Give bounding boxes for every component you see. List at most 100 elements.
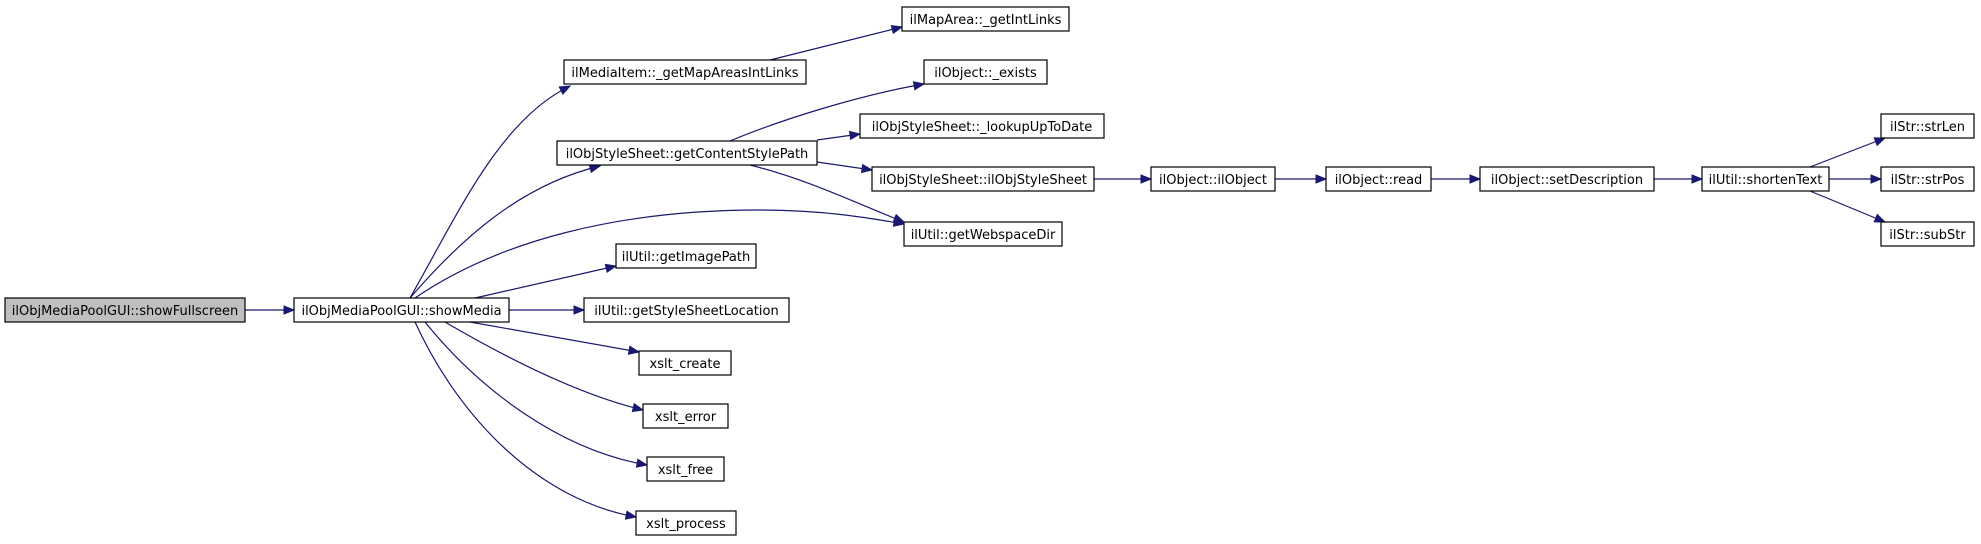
node-xslt_free[interactable]: xslt_free: [646, 456, 725, 482]
edge-line: [409, 85, 571, 299]
node-label: ilMediaItem::_getMapAreasIntLinks: [571, 66, 798, 81]
node-box: [583, 297, 790, 323]
arrowhead: [1873, 137, 1887, 147]
edge-showMedia-to-getStyleSheetLocation: [509, 305, 586, 315]
node-box: [4, 297, 246, 323]
edge-line: [769, 26, 903, 61]
node-box: [859, 113, 1105, 139]
node-xslt_create[interactable]: xslt_create: [638, 350, 732, 376]
edge-line: [1809, 137, 1886, 168]
node-box: [646, 456, 725, 482]
node-exists[interactable]: ilObject::_exists: [923, 59, 1048, 85]
node-label: ilObjStyleSheet::_lookupUpToDate: [872, 120, 1092, 135]
node-label: ilUtil::getStyleSheetLocation: [594, 304, 778, 319]
node-box: [1701, 166, 1830, 192]
node-read[interactable]: ilObject::read: [1325, 166, 1432, 192]
node-box: [1880, 221, 1975, 247]
node-getContentStylePath[interactable]: ilObjStyleSheet::getContentStylePath: [556, 140, 818, 166]
node-box: [1880, 113, 1975, 139]
node-shortenText[interactable]: ilUtil::shortenText: [1701, 166, 1830, 192]
node-label: xslt_free: [658, 463, 713, 478]
node-setDescription[interactable]: ilObject::setDescription: [1479, 166, 1655, 192]
edge-shortenText-to-subStr: [1809, 190, 1887, 223]
edge-line: [469, 321, 640, 353]
node-box: [293, 297, 510, 323]
node-label: ilUtil::getImagePath: [622, 250, 750, 265]
arrowhead: [1870, 174, 1883, 184]
node-getWebspaceDir[interactable]: ilUtil::getWebspaceDir: [903, 221, 1063, 247]
edge-ilObject-to-read: [1275, 174, 1328, 184]
node-lookupUpToDate[interactable]: ilObjStyleSheet::_lookupUpToDate: [859, 113, 1105, 139]
edge-setDescription-to-shortenText: [1654, 174, 1704, 184]
node-label: ilObject::_exists: [934, 66, 1037, 81]
edge-line: [1809, 190, 1886, 223]
node-label: ilMapArea::_getIntLinks: [910, 13, 1062, 28]
node-label: ilObject::setDescription: [1491, 173, 1643, 188]
edge-showMedia-to-getMapAreasIntLinks: [409, 85, 572, 299]
node-xslt_process[interactable]: xslt_process: [635, 510, 737, 536]
edge-line: [729, 83, 925, 142]
node-getImagePath[interactable]: ilUtil::getImagePath: [615, 243, 757, 269]
node-getMapAreasIntLinks[interactable]: ilMediaItem::_getMapAreasIntLinks: [563, 59, 807, 85]
edge-line: [414, 321, 637, 518]
arrowhead: [1873, 213, 1887, 223]
edges-layer: [245, 24, 1887, 520]
edge-shortenText-to-strPos: [1829, 174, 1883, 184]
edge-line: [409, 165, 601, 299]
edge-getContentStylePath-to-ilObjStyleSheet: [816, 161, 874, 174]
node-strLen[interactable]: ilStr::strLen: [1880, 113, 1975, 139]
node-getStyleSheetLocation[interactable]: ilUtil::getStyleSheetLocation: [583, 297, 790, 323]
arrowhead: [573, 305, 586, 315]
arrowhead: [283, 305, 296, 315]
arrowhead: [627, 345, 641, 355]
arrowhead: [860, 163, 874, 174]
node-label: ilObjMediaPoolGUI::showFullscreen: [12, 304, 238, 319]
arrowhead: [635, 458, 649, 468]
node-box: [901, 6, 1070, 32]
arrowhead: [588, 163, 602, 174]
node-label: xslt_process: [646, 517, 726, 532]
node-getIntLinks[interactable]: ilMapArea::_getIntLinks: [901, 6, 1070, 32]
arrowhead: [624, 510, 638, 520]
arrowhead: [890, 24, 904, 35]
edge-getContentStylePath-to-getWebspaceDir: [749, 164, 906, 223]
arrowhead: [912, 81, 926, 91]
node-label: ilObjStyleSheet::ilObjStyleSheet: [879, 173, 1087, 188]
node-label: ilUtil::shortenText: [1709, 173, 1823, 188]
node-xslt_error[interactable]: xslt_error: [642, 403, 729, 429]
node-ilObject[interactable]: ilObject::ilObject: [1150, 166, 1276, 192]
node-label: xslt_error: [655, 410, 717, 425]
edge-showMedia-to-xslt_free: [424, 321, 649, 468]
arrowhead: [892, 213, 906, 223]
node-box: [903, 221, 1063, 247]
edge-line: [474, 265, 617, 299]
node-label: xslt_create: [650, 357, 721, 372]
arrowhead: [1691, 174, 1704, 184]
edge-ilObjStyleSheet-to-ilObject: [1094, 174, 1153, 184]
edge-getMapAreasIntLinks-to-getIntLinks: [769, 24, 904, 61]
node-box: [556, 140, 818, 166]
node-showMedia[interactable]: ilObjMediaPoolGUI::showMedia: [293, 297, 510, 323]
node-label: ilStr::strPos: [1891, 173, 1965, 188]
node-box: [1325, 166, 1432, 192]
node-box: [638, 350, 732, 376]
node-ilObjStyleSheet[interactable]: ilObjStyleSheet::ilObjStyleSheet: [871, 166, 1095, 192]
node-box: [615, 243, 757, 269]
node-subStr[interactable]: ilStr::subStr: [1880, 221, 1975, 247]
node-box: [1150, 166, 1276, 192]
node-showFullscreen: ilObjMediaPoolGUI::showFullscreen: [4, 297, 246, 323]
edge-showMedia-to-xslt_process: [414, 321, 638, 520]
node-label: ilObject::ilObject: [1159, 173, 1267, 188]
node-box: [563, 59, 807, 85]
edge-line: [414, 209, 905, 299]
edge-read-to-setDescription: [1431, 174, 1482, 184]
node-label: ilObjMediaPoolGUI::showMedia: [301, 304, 501, 319]
edge-getContentStylePath-to-lookupUpToDate: [816, 130, 862, 141]
node-box: [1880, 166, 1975, 192]
node-label: ilObject::read: [1335, 173, 1423, 188]
edge-line: [749, 164, 905, 223]
node-strPos[interactable]: ilStr::strPos: [1880, 166, 1975, 192]
edge-getContentStylePath-to-exists: [729, 81, 926, 142]
nodes-layer: ilObjMediaPoolGUI::showFullscreen ilObjMe…: [4, 6, 1975, 536]
edge-showMedia-to-getImagePath: [474, 263, 618, 299]
